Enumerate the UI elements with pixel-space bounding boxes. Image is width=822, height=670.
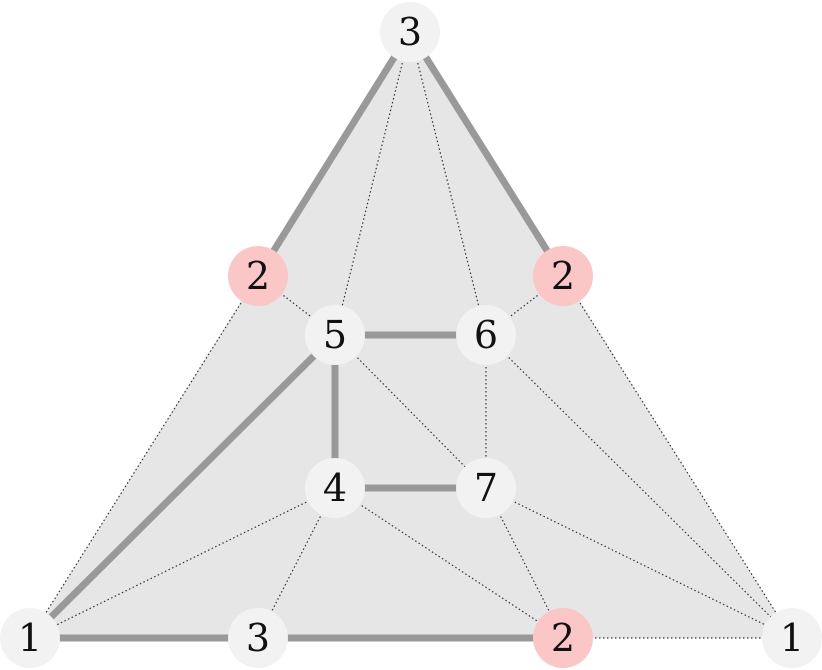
- node-bottom-2: 2: [533, 608, 593, 668]
- node-circle: [533, 246, 593, 306]
- node-circle: [456, 458, 516, 518]
- node-circle: [762, 608, 822, 668]
- node-inner-4: 4: [305, 458, 365, 518]
- node-label: 6: [474, 313, 498, 357]
- edge-bottom-left-to-inner-5: [26, 331, 339, 642]
- node-label: 1: [780, 616, 804, 660]
- node-circle: [0, 608, 60, 668]
- node-top: 3: [380, 2, 440, 62]
- node-label: 7: [474, 466, 498, 510]
- node-label: 3: [398, 10, 422, 54]
- node-label: 5: [323, 313, 347, 357]
- edge-upper-left-to-bottom-left: [29, 275, 259, 639]
- node-circle: [380, 2, 440, 62]
- node-upper-left: 2: [228, 246, 288, 306]
- node-bottom-left: 1: [0, 608, 60, 668]
- node-circle: [228, 246, 288, 306]
- node-circle: [456, 305, 516, 365]
- node-inner-6: 6: [456, 305, 516, 365]
- edge-top-to-inner-5: [334, 31, 411, 336]
- node-label: 2: [551, 254, 575, 298]
- edge-top-to-upper-right: [406, 28, 567, 280]
- node-bottom-right: 1: [762, 608, 822, 668]
- node-label: 2: [246, 254, 270, 298]
- node-bottom-3: 3: [228, 608, 288, 668]
- node-label: 2: [551, 616, 575, 660]
- node-circle: [228, 608, 288, 668]
- edge-inner-7-to-bottom-right: [485, 487, 793, 639]
- node-circle: [533, 608, 593, 668]
- node-circle: [305, 305, 365, 365]
- edge-top-to-upper-left: [254, 28, 414, 280]
- node-inner-5: 5: [305, 305, 365, 365]
- node-label: 4: [323, 466, 347, 510]
- node-label: 3: [246, 616, 270, 660]
- edge-top-to-inner-6: [409, 31, 487, 336]
- node-label: 1: [18, 616, 42, 660]
- thin-edges: [29, 31, 793, 639]
- node-inner-7: 7: [456, 458, 516, 518]
- edge-inner-4-to-bottom-left: [29, 487, 336, 639]
- edge-upper-right-to-bottom-right: [562, 275, 793, 639]
- node-upper-right: 2: [533, 246, 593, 306]
- edge-inner-4-to-bottom-2: [334, 487, 564, 639]
- node-circle: [305, 458, 365, 518]
